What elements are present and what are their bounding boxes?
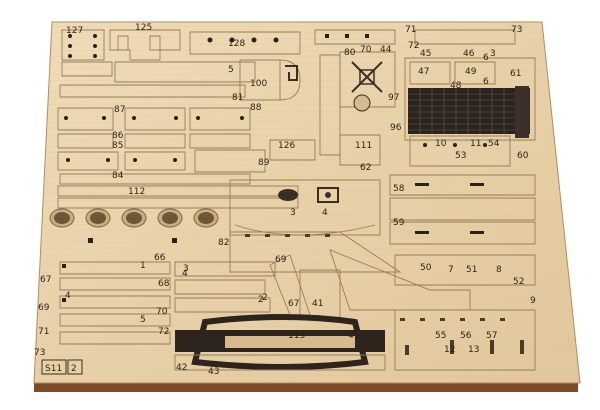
part-number: 41 [312,299,323,309]
part-number: 6 [483,77,489,87]
part-number: 7 [448,265,454,275]
part-number: 41 [348,331,359,341]
part-number: 72 [158,327,169,337]
part-number: 43 [208,367,219,377]
part-number: 54 [488,139,500,149]
middle-parts [229,134,536,311]
lower-right-parts [394,254,536,371]
part-number: 12 [444,345,455,355]
part-number: 85 [112,141,123,151]
long-bar-112 [57,185,299,209]
part-number: 113 [288,331,305,341]
part-number: 45 [420,49,431,59]
part-number: 1 [140,261,146,271]
part-number: 52 [513,277,524,287]
part-number: 82 [218,238,229,248]
part-number: 86 [112,131,124,141]
part-number: 112 [128,187,145,197]
part-number: 80 [344,48,356,58]
part-number: 59 [393,218,405,228]
part-number: 69 [275,255,287,265]
upper-right-parts [279,29,536,167]
part-number: 70 [360,45,372,55]
part-number: 68 [158,279,170,289]
part-number: 44 [380,45,392,55]
part-number: 9 [530,296,536,306]
part-number: 51 [466,265,477,275]
part-number: 47 [418,67,429,77]
part-number: 126 [278,141,295,151]
part-number: 73 [511,25,522,35]
part-number: 49 [465,67,477,77]
part-number: 128 [228,39,245,49]
part-number: 3 [290,208,296,218]
part-number: 111 [355,141,372,151]
frame-113 [174,314,386,371]
part-number: 6 [483,53,489,63]
part-number: 61 [510,69,521,79]
part-number: 4 [322,208,328,218]
part-number: 8 [496,265,502,275]
part-number: 3 [183,264,189,274]
part-number: 53 [455,151,466,161]
part-number: 97 [388,93,399,103]
part-number: 55 [435,331,446,341]
sheet-code: S11 [45,364,62,374]
part-number: 71 [405,25,416,35]
part-number: 58 [393,184,405,194]
part-number: 88 [250,103,262,113]
part-number: 56 [460,331,472,341]
upper-left-parts [59,29,301,101]
sheet-index: 2 [71,364,77,374]
part-number: 60 [517,151,529,161]
part-number: 2 [258,295,264,305]
part-number: 84 [112,171,124,181]
bracket-rows [57,107,266,185]
part-number: 2 [262,293,268,303]
part-number: 46 [463,49,475,59]
part-number: 4 [182,269,188,279]
part-number: 87 [114,105,125,115]
part-number: 5 [228,65,234,75]
dark-grid-panel [408,88,530,134]
part-number: 11 [470,139,481,149]
part-number: 96 [390,123,402,133]
part-number: 4 [65,291,71,301]
part-number: 57 [486,331,497,341]
part-number: 100 [250,79,267,89]
part-number: 70 [156,307,168,317]
part-number: 50 [420,263,432,273]
lower-left-parts [59,254,341,345]
part-number: 67 [288,299,299,309]
part-number: 73 [34,348,45,358]
part-number: 67 [40,275,51,285]
part-number: 3 [490,49,496,59]
part-number: 13 [468,345,479,355]
part-number: 81 [232,93,243,103]
part-number: 71 [38,327,49,337]
part-number: 10 [435,139,447,149]
part-number: 66 [154,253,166,263]
part-number: 127 [66,26,83,36]
part-number: 42 [176,363,187,373]
part-number: 62 [360,163,371,173]
sheet-label: S11 2 [41,359,83,375]
part-number: 125 [135,23,152,33]
part-number: 5 [140,315,146,325]
part-number: 48 [450,81,462,91]
board-side-edge [34,383,578,392]
part-number-labels: 125 127 128 126 71 73 72 80 70 44 45 46 … [34,23,536,377]
part-number: 89 [258,158,270,168]
part-number: 72 [408,41,419,51]
part-number: 69 [38,303,50,313]
mesh-discs [49,208,219,243]
